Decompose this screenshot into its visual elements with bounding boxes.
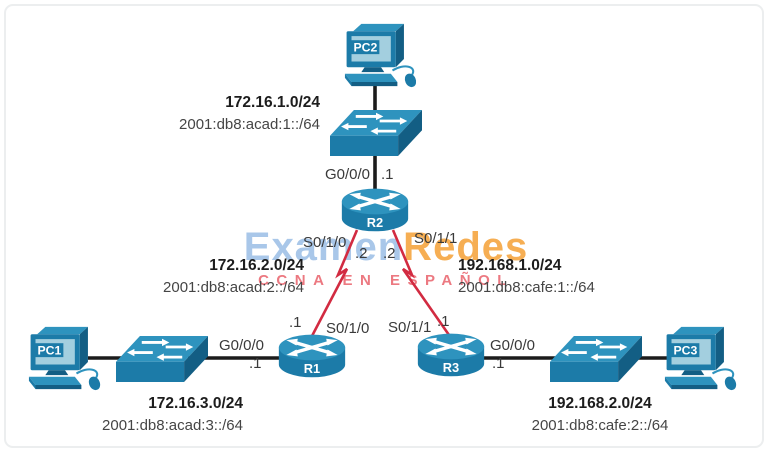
device-label: PC2 — [353, 40, 377, 54]
device-switch-left — [116, 334, 208, 384]
device-label: R1 — [304, 361, 320, 376]
interface-label-r2-g000: G0/0/0 — [324, 166, 370, 183]
device-r3: R3 — [417, 333, 485, 379]
host-label-r1-s010: .1 — [289, 314, 302, 331]
ipv6-network: 2001:db8:cafe:2::/64 — [531, 417, 669, 434]
device-pc3: PC3 — [660, 326, 742, 394]
interface-label-r2-s010: S0/1/0 — [303, 234, 347, 251]
watermark-brand-part1: Examen — [243, 225, 404, 269]
host-label-r2-s011: .2 — [383, 245, 396, 262]
host-label-r1-g000: .1 — [249, 355, 262, 372]
ipv4-network: 172.16.3.0/24 — [148, 395, 243, 412]
ipv4-network: 172.16.2.0/24 — [209, 257, 304, 274]
switch-icon — [330, 110, 422, 156]
router-icon: R1 — [278, 334, 346, 378]
device-label: R3 — [443, 360, 459, 375]
ipv6-network: 2001:db8:cafe:1::/64 — [458, 279, 595, 296]
pc-icon: PC1 — [28, 326, 101, 391]
interface-label-r3-g000: G0/0/0 — [490, 337, 536, 354]
host-label-r2-s010: .2 — [355, 245, 368, 262]
ipv6-network: 2001:db8:acad:1::/64 — [179, 116, 320, 133]
ipv6-network: 2001:db8:acad:2::/64 — [163, 279, 304, 296]
host-label-r3-g000: .1 — [492, 355, 505, 372]
device-pc2: PC2 — [340, 23, 422, 91]
host-label-r2-g000: .1 — [381, 166, 394, 183]
ipv6-network: 2001:db8:acad:3::/64 — [102, 417, 243, 434]
pc-icon: PC2 — [344, 23, 417, 88]
router-icon: R2 — [341, 188, 409, 232]
host-label-r3-s011: .1 — [437, 313, 450, 330]
interface-label-r3-s011: S0/1/1 — [388, 319, 432, 336]
device-label: PC3 — [673, 343, 697, 357]
switch-icon — [116, 336, 208, 382]
interface-label-r1-g000: G0/0/0 — [218, 337, 264, 354]
device-switch-right — [550, 334, 642, 384]
router-icon: R3 — [417, 333, 485, 377]
network-label-pc1-lan: 172.16.3.0/24 2001:db8:acad:3::/64 — [102, 393, 243, 437]
watermark-brand: ExamenRedes — [244, 227, 528, 267]
device-label: R2 — [367, 215, 383, 230]
interface-label-r1-s010: S0/1/0 — [326, 320, 370, 337]
network-label-pc2-lan: 172.16.1.0/24 2001:db8:acad:1::/64 — [179, 92, 320, 136]
watermark-subtitle: CCNA EN ESPAÑOL — [258, 272, 514, 289]
device-r1: R1 — [278, 334, 346, 380]
serial-link-r2-r3 — [391, 229, 451, 336]
device-label: PC1 — [37, 343, 61, 357]
interface-label-r2-s011: S0/1/1 — [414, 230, 458, 247]
device-pc1: PC1 — [24, 326, 106, 394]
ipv4-network: 172.16.1.0/24 — [225, 94, 320, 111]
device-r2: R2 — [341, 188, 409, 234]
serial-link-r2-r1 — [310, 229, 359, 337]
ipv4-network: 192.168.1.0/24 — [458, 257, 562, 274]
switch-icon — [550, 336, 642, 382]
ipv4-network: 192.168.2.0/24 — [548, 395, 652, 412]
network-label-wan-r2-r3: 192.168.1.0/24 2001:db8:cafe:1::/64 — [458, 255, 595, 299]
watermark: ExamenRedes CCNA EN ESPAÑOL — [244, 227, 528, 289]
watermark-brand-part2: Redes — [403, 225, 529, 269]
network-label-pc3-lan: 192.168.2.0/24 2001:db8:cafe:2::/64 — [502, 393, 698, 437]
network-label-wan-r1-r2: 172.16.2.0/24 2001:db8:acad:2::/64 — [163, 255, 304, 299]
device-switch-top — [330, 108, 422, 158]
pc-icon: PC3 — [664, 326, 737, 391]
